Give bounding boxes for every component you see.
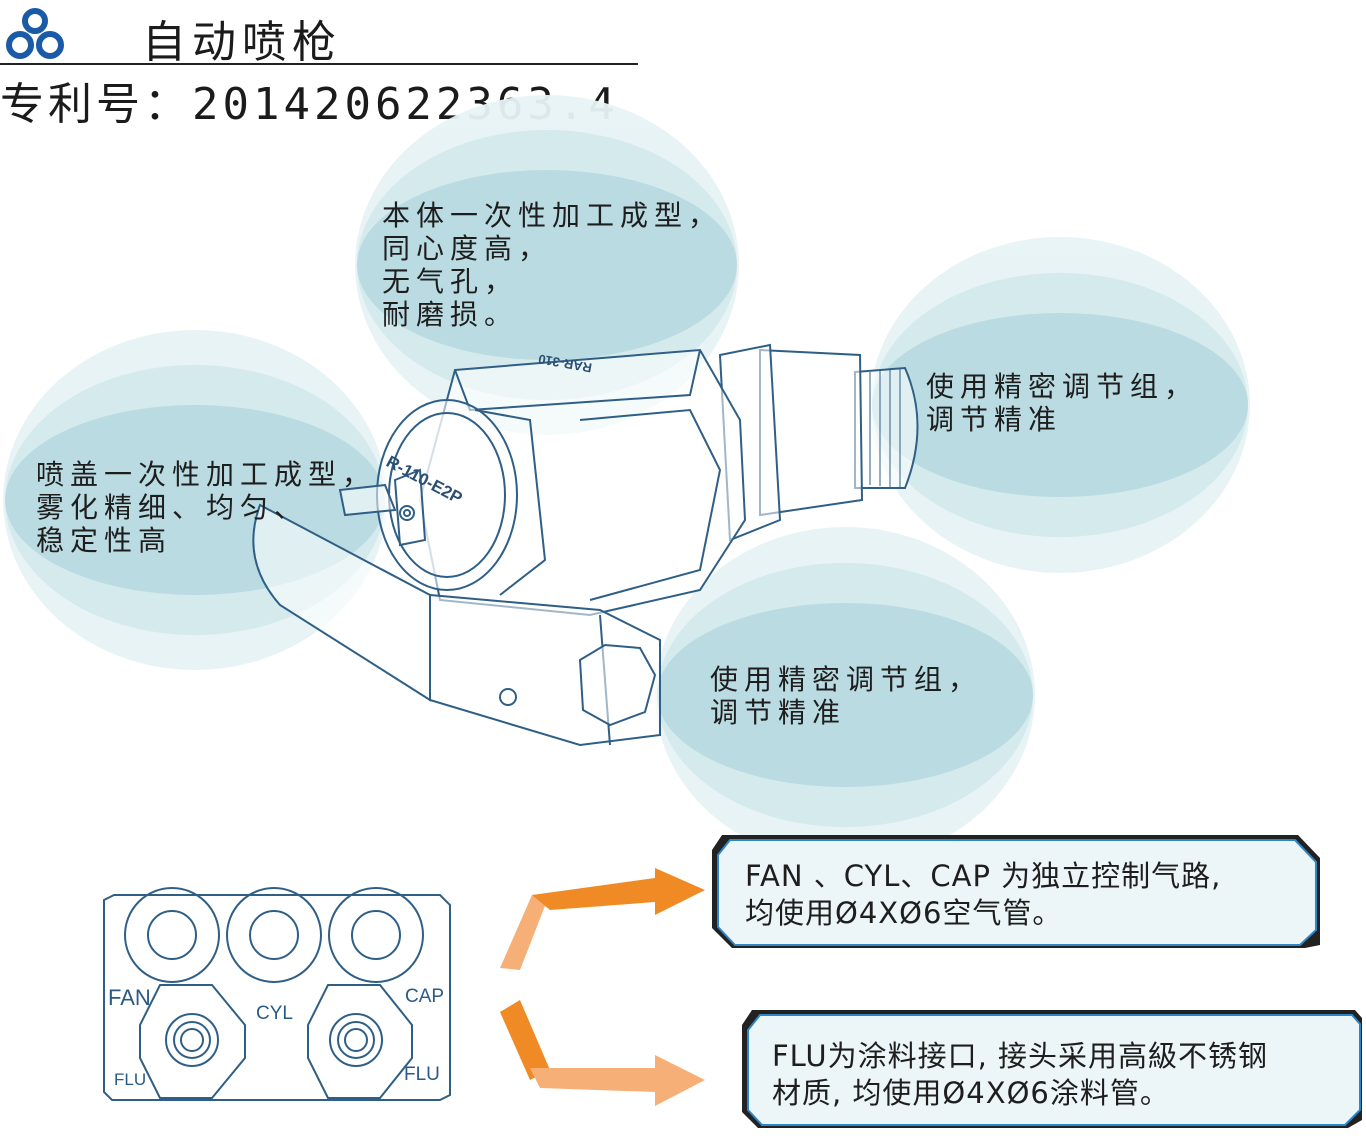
callout-line: 调节精准 (926, 403, 1063, 436)
info-box-air-text: FAN 、CYL、CAP 为独立控制气路, 均使用Ø4XØ6空气管。 (745, 858, 1221, 932)
callout-line: 使用精密调节组， (710, 663, 983, 696)
info-line: FAN 、CYL、CAP 为独立控制气路, (745, 859, 1222, 893)
callout-left-text: 喷盖一次性加工成型， 雾化精细、均匀、 稳定性高 (36, 458, 376, 557)
title-divider (0, 63, 638, 65)
port-label-fan: FAN (108, 985, 151, 1010)
callout-top-text: 本体一次性加工成型， 同心度高， 无气孔， 耐磨损。 (382, 199, 722, 331)
port-panel (103, 887, 451, 1101)
callout-line: 无气孔， (382, 265, 519, 298)
port-label-flu-left: FLU (114, 1070, 147, 1089)
company-logo-icon (6, 8, 64, 59)
info-box-fluid-frame (742, 1010, 1362, 1128)
info-line: 均使用Ø4XØ6空气管。 (745, 896, 1063, 930)
callout-bubble-top (355, 95, 739, 435)
info-box-air-frame (712, 835, 1320, 948)
callout-line: 稳定性高 (36, 524, 173, 557)
callout-line: 本体一次性加工成型， (382, 199, 723, 232)
callout-line: 调节精准 (710, 696, 847, 729)
page-title: 自动喷枪 (142, 17, 342, 68)
port-label-cap: CAP (405, 986, 445, 1007)
info-line: 材质, 均使用Ø4XØ6涂料管。 (772, 1076, 1170, 1110)
callout-line: 雾化精细、均匀、 (36, 491, 309, 524)
port-label-flu-right: FLU (404, 1064, 440, 1085)
callout-line: 耐磨损。 (382, 298, 519, 331)
callout-line: 使用精密调节组， (926, 370, 1199, 403)
callout-line: 喷盖一次性加工成型， (36, 458, 377, 491)
arrow-to-fluid-box (500, 1000, 705, 1106)
info-line: FLU为涂料接口, 接头采用高級不锈钢 (772, 1039, 1269, 1073)
port-label-cyl: CYL (256, 1003, 293, 1024)
callout-line: 同心度高， (382, 232, 553, 265)
callout-bubble-right (870, 237, 1250, 573)
spray-gun-illustration (252, 343, 919, 747)
arrow-to-air-box (500, 868, 705, 970)
callout-bubble-bottom (655, 527, 1035, 863)
callout-bottom-text: 使用精密调节组， 调节精准 (710, 663, 982, 729)
callout-right-text: 使用精密调节组， 调节精准 (926, 370, 1198, 436)
info-box-fluid-text: FLU为涂料接口, 接头采用高級不锈钢 材质, 均使用Ø4XØ6涂料管。 (772, 1038, 1268, 1112)
